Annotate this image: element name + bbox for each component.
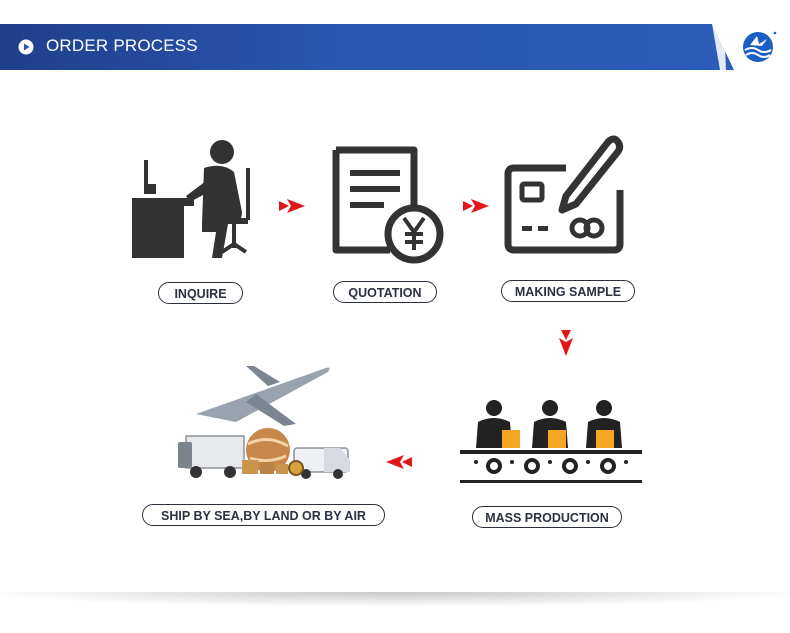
arrow-right-icon <box>279 199 305 213</box>
step-label-quotation: QUOTATION <box>333 281 437 303</box>
company-logo-icon <box>743 31 777 62</box>
arrow-right-icon <box>463 199 489 213</box>
step-label-mass-production: MASS PRODUCTION <box>472 506 622 528</box>
step-label-shipping: SHIP BY SEA,BY LAND OR BY AIR <box>142 504 385 526</box>
bottom-shadow <box>0 592 790 606</box>
arrow-down-icon <box>559 330 573 356</box>
shipping-icon <box>178 366 350 479</box>
step-label-making-sample: MAKING SAMPLE <box>501 280 635 302</box>
card-pen-icon <box>504 135 624 254</box>
assembly-line-icon <box>460 400 642 483</box>
step-label-inquire: INQUIRE <box>158 282 243 304</box>
person-at-desk-icon <box>132 140 250 258</box>
header-bar <box>0 24 752 70</box>
page-title: ORDER PROCESS <box>46 36 198 55</box>
play-icon <box>18 39 34 55</box>
arrow-left-icon <box>386 455 412 469</box>
header-banner: ORDER PROCESS <box>0 24 790 70</box>
document-yuan-icon <box>332 146 444 264</box>
